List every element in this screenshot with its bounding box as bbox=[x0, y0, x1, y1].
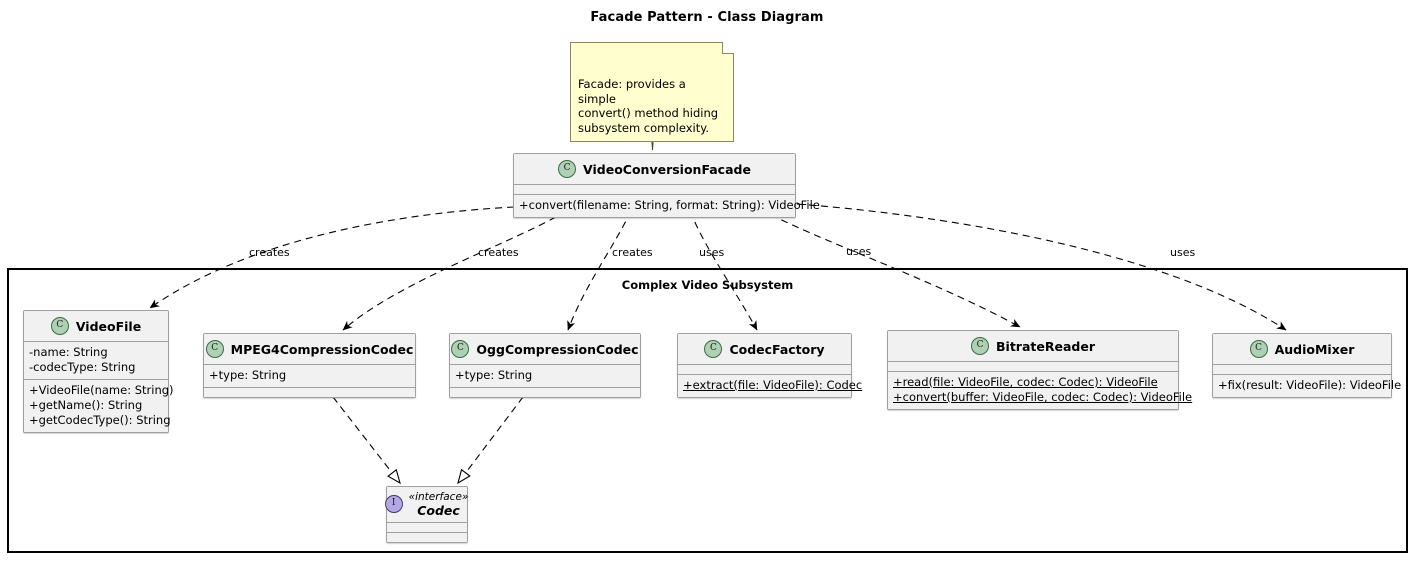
methods-compartment: +extract(file: VideoFile): Codec bbox=[678, 375, 863, 397]
edge-label-creates-ogg: creates bbox=[612, 246, 653, 259]
interface-box-codec[interactable]: I «interface» Codec bbox=[384, 486, 469, 543]
class-icon: C bbox=[704, 340, 723, 358]
attributes-compartment bbox=[888, 362, 1178, 372]
interface-name: Codec bbox=[417, 503, 460, 518]
interface-icon: I bbox=[384, 495, 403, 513]
class-box-videofile[interactable]: C VideoFile -name: String -codecType: St… bbox=[23, 310, 174, 433]
class-icon: C bbox=[50, 317, 69, 335]
attribute-row: -codecType: String bbox=[29, 360, 136, 374]
methods-compartment: +VideoFile(name: String) +getName(): Str… bbox=[24, 380, 174, 432]
methods-compartment: +convert(filename: String, format: Strin… bbox=[514, 195, 820, 217]
class-box-mpeg4compressioncodec[interactable]: C MPEG4CompressionCodec +type: String bbox=[203, 333, 416, 398]
class-name: AudioMixer bbox=[1274, 341, 1355, 357]
edge-label-creates-videofile: creates bbox=[249, 246, 290, 259]
interface-name-stack: «interface» Codec bbox=[409, 491, 469, 517]
attribute-row: +type: String bbox=[455, 368, 533, 382]
method-row: +fix(result: VideoFile): VideoFile bbox=[1218, 378, 1402, 392]
class-name: CodecFactory bbox=[729, 341, 825, 357]
class-icon: C bbox=[558, 160, 577, 178]
attributes-compartment bbox=[514, 185, 795, 195]
methods-compartment bbox=[204, 388, 415, 397]
attributes-compartment: -name: String -codecType: String bbox=[24, 342, 168, 380]
methods-compartment bbox=[387, 533, 467, 542]
attribute-row: +type: String bbox=[209, 368, 287, 382]
subsystem-label: Complex Video Subsystem bbox=[621, 278, 794, 292]
class-name: BitrateReader bbox=[996, 338, 1095, 354]
attributes-compartment: +type: String bbox=[450, 365, 640, 388]
interface-stereotype: «interface» bbox=[408, 491, 469, 503]
attributes-compartment bbox=[1213, 365, 1391, 375]
note-text: Facade: provides a simple convert() meth… bbox=[578, 77, 719, 135]
class-header: C MPEG4CompressionCodec bbox=[204, 334, 415, 365]
class-box-bitratereader[interactable]: C BitrateReader +read(file: VideoFile, c… bbox=[887, 330, 1193, 410]
methods-compartment: +read(file: VideoFile, codec: Codec): Vi… bbox=[888, 372, 1193, 409]
method-row: +read(file: VideoFile, codec: Codec): Vi… bbox=[893, 375, 1158, 389]
class-box-oggcompressioncodec[interactable]: C OggCompressionCodec +type: String bbox=[449, 333, 641, 398]
class-box-codecfactory[interactable]: C CodecFactory +extract(file: VideoFile)… bbox=[677, 333, 863, 398]
class-icon: C bbox=[1249, 340, 1268, 358]
diagram-title: Facade Pattern - Class Diagram bbox=[590, 10, 824, 25]
method-row: +convert(filename: String, format: Strin… bbox=[519, 198, 820, 212]
facade-note: Facade: provides a simple convert() meth… bbox=[570, 42, 734, 142]
class-name: VideoConversionFacade bbox=[583, 161, 751, 177]
methods-compartment: +fix(result: VideoFile): VideoFile bbox=[1213, 375, 1402, 397]
class-icon: C bbox=[451, 340, 470, 358]
class-box-audiomixer[interactable]: C AudioMixer +fix(result: VideoFile): Vi… bbox=[1212, 333, 1402, 398]
class-header: C BitrateReader bbox=[888, 331, 1178, 362]
edge-label-uses-codecfactory: uses bbox=[699, 246, 725, 259]
class-header: C VideoFile bbox=[24, 311, 168, 342]
class-header: C AudioMixer bbox=[1213, 334, 1391, 365]
edge-label-uses-audiomixer: uses bbox=[1170, 246, 1196, 259]
interface-header: I «interface» Codec bbox=[384, 487, 469, 523]
class-header: C CodecFactory bbox=[678, 334, 851, 365]
class-icon: C bbox=[971, 337, 990, 355]
method-row: +extract(file: VideoFile): Codec bbox=[683, 378, 863, 392]
complex-video-subsystem-frame bbox=[7, 268, 1408, 553]
class-name: OggCompressionCodec bbox=[476, 341, 639, 357]
method-row: +getName(): String bbox=[29, 398, 143, 412]
attribute-row: -name: String bbox=[29, 345, 108, 359]
method-row: +VideoFile(name: String) bbox=[29, 383, 174, 397]
class-name: MPEG4CompressionCodec bbox=[230, 341, 414, 357]
methods-compartment bbox=[450, 388, 640, 397]
attributes-compartment: +type: String bbox=[204, 365, 415, 388]
method-row: +getCodecType(): String bbox=[29, 413, 171, 427]
class-box-videoconversionfacade[interactable]: C VideoConversionFacade +convert(filenam… bbox=[513, 153, 820, 218]
note-fold-corner bbox=[722, 42, 734, 54]
class-header: C OggCompressionCodec bbox=[450, 334, 640, 365]
edge-label-uses-bitratereader: uses bbox=[846, 245, 872, 258]
class-icon: C bbox=[205, 340, 224, 358]
edge-label-creates-mpeg4: creates bbox=[478, 246, 519, 259]
attributes-compartment bbox=[387, 523, 467, 533]
method-row: +convert(buffer: VideoFile, codec: Codec… bbox=[893, 390, 1193, 404]
class-name: VideoFile bbox=[75, 318, 142, 334]
class-header: C VideoConversionFacade bbox=[514, 154, 795, 185]
attributes-compartment bbox=[678, 365, 851, 375]
